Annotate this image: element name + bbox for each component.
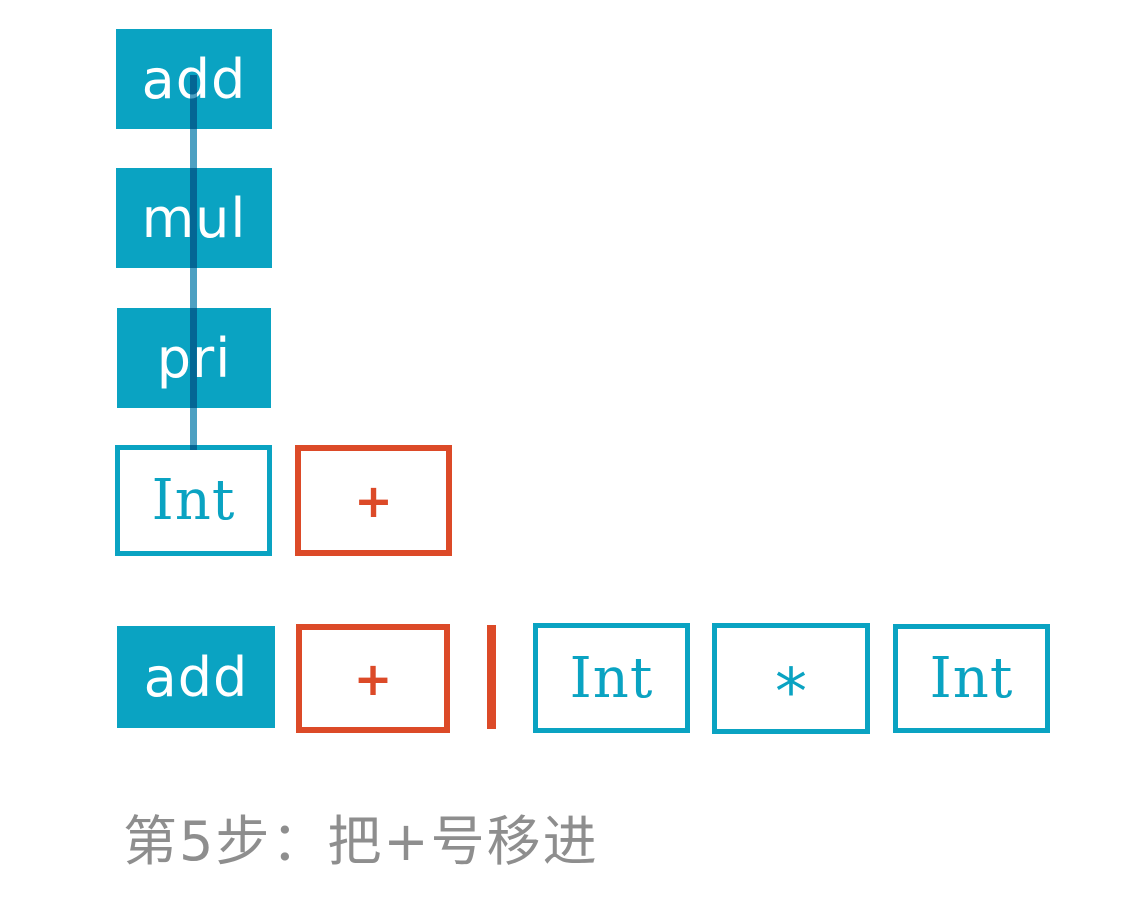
stack-add-label: add bbox=[143, 645, 249, 709]
stack-plus-box: + bbox=[296, 624, 450, 733]
token-int-2: Int bbox=[893, 624, 1050, 733]
tree-node-int: Int bbox=[115, 445, 272, 556]
token-int-1: Int bbox=[533, 623, 690, 733]
tree-node-int-label: Int bbox=[151, 468, 236, 533]
step-caption: 第5步：把+号移进 bbox=[123, 810, 599, 873]
lookahead-plus-label: + bbox=[354, 473, 393, 528]
connector-mul-pri bbox=[190, 218, 197, 358]
lookahead-plus-box: + bbox=[295, 445, 452, 556]
token-int-1-label: Int bbox=[569, 645, 654, 711]
token-int-2-label: Int bbox=[929, 646, 1014, 711]
connector-pri-int bbox=[190, 358, 197, 450]
stack-add-box: add bbox=[117, 626, 275, 728]
connector-add-mul bbox=[190, 75, 197, 218]
token-star: * bbox=[712, 623, 870, 734]
input-cursor-bar bbox=[487, 625, 496, 729]
stack-plus-label: + bbox=[353, 651, 393, 706]
token-star-label: * bbox=[775, 655, 807, 730]
